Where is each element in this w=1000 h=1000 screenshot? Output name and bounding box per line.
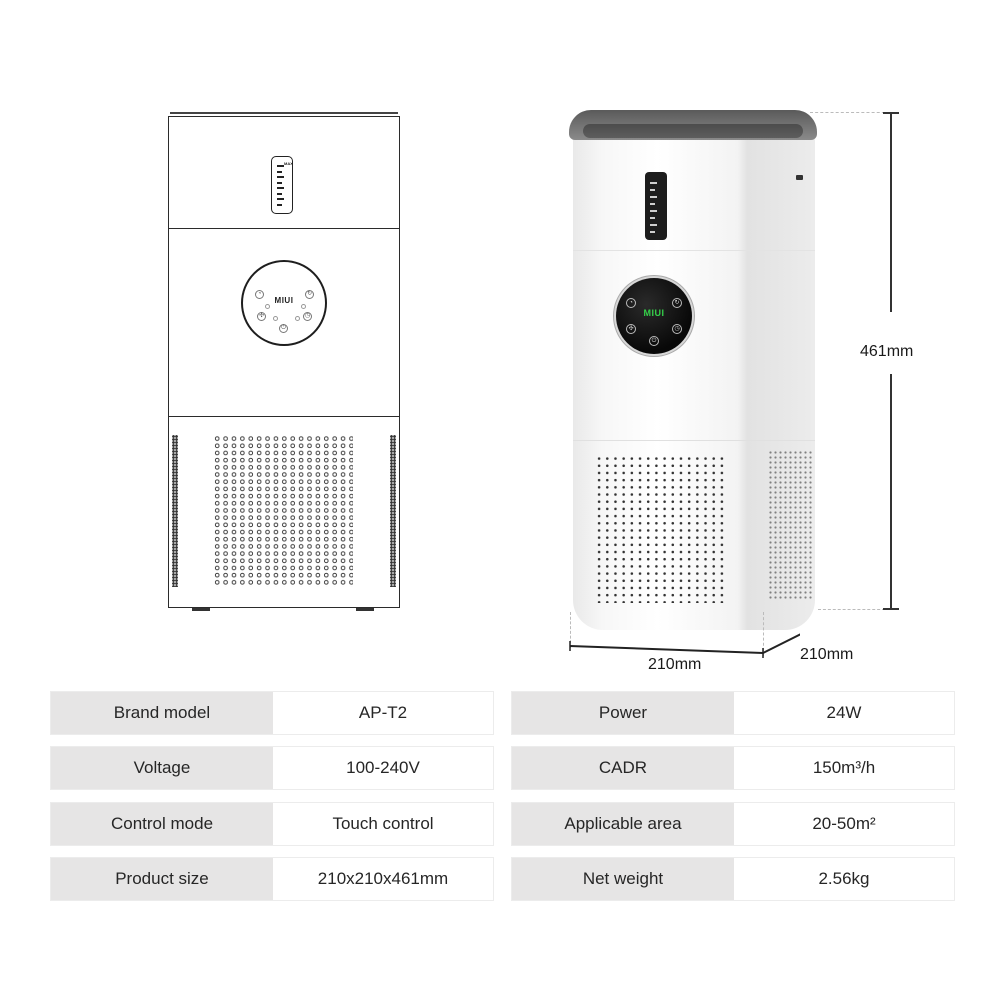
spec-row: Net weight 2.56kg [512,858,954,900]
spec-value: 24W [734,692,954,734]
indicator-dot [295,316,300,321]
spec-row: Control mode Touch control [51,803,493,845]
sleep-icon: ◷ [303,312,312,321]
side-vent-right [390,435,396,587]
spec-value: 210x210x461mm [273,858,493,900]
width-guide-left [570,612,571,648]
indicator-dot [273,316,278,321]
front-view-line-drawing: MAX MIUI ◔ ↻ ✣ ◷ ⏻ [168,112,402,612]
panel-logo-lit: MIUI [643,308,665,318]
spec-value: Touch control [273,803,493,845]
spec-value: 20-50m² [734,803,954,845]
panel-logo: MIUI [274,296,294,305]
indicator-dot [301,304,306,309]
spec-value: 100-240V [273,747,493,789]
body-seam-lower [573,440,815,441]
spec-label: Voltage [51,747,273,789]
indicator-dot [265,304,270,309]
gauge-max-label: MAX [284,161,293,166]
width-dimension-label: 210mm [648,656,702,673]
spec-label: Net weight [512,858,734,900]
spec-row: Voltage 100-240V [51,747,493,789]
water-level-window-icon [645,172,667,240]
spec-row: Brand model AP-T2 [51,692,493,734]
side-air-intake-grille [768,450,812,600]
mode-cycle-icon: ↻ [672,298,682,308]
spec-value: 150m³/h [734,747,954,789]
height-guide-bottom [818,609,890,610]
spec-value: AP-T2 [273,692,493,734]
body-seam-upper [573,250,815,251]
width-depth-dimension-lines [569,633,800,658]
spec-row: Applicable area 20-50m² [512,803,954,845]
spec-label: Control mode [51,803,273,845]
spec-label: Product size [51,858,273,900]
power-icon: ⏻ [649,336,659,346]
power-icon: ⏻ [279,324,288,333]
spec-label: Applicable area [512,803,734,845]
drawing-section-divider-lower [168,416,400,417]
air-purifier-product-photo: MIUI ◔ ↻ ✣ ◷ ⏻ [568,100,818,640]
foot-right [356,608,374,611]
width-guide-right [763,612,764,656]
timer-icon: ◔ [626,298,636,308]
height-dimension-label: 461mm [860,343,914,360]
spec-label: Brand model [51,692,273,734]
depth-dimension-label: 210mm [800,646,854,663]
front-air-intake-grille [213,435,353,587]
drawing-top-cap [170,112,398,119]
sleep-icon: ◷ [672,324,682,334]
side-sensor-slot [796,175,803,180]
spec-row: Product size 210x210x461mm [51,858,493,900]
timer-icon: ◔ [255,290,264,299]
fan-icon: ✣ [626,324,636,334]
fan-icon: ✣ [257,312,266,321]
touch-control-panel: MIUI ◔ ↻ ✣ ◷ ⏻ [616,278,692,354]
control-panel-drawing: MIUI ◔ ↻ ✣ ◷ ⏻ [241,260,327,346]
spec-row: Power 24W [512,692,954,734]
height-guide-top [810,112,890,113]
purifier-top-lid [569,110,817,140]
side-vent-left [172,435,178,587]
foot-left [192,608,210,611]
spec-value: 2.56kg [734,858,954,900]
spec-row: CADR 150m³/h [512,747,954,789]
spec-label: CADR [512,747,734,789]
front-air-intake-grille [595,455,727,603]
spec-label: Power [512,692,734,734]
water-level-gauge-icon: MAX [271,156,293,214]
drawing-section-divider-upper [168,228,400,229]
mode-cycle-icon: ↻ [305,290,314,299]
